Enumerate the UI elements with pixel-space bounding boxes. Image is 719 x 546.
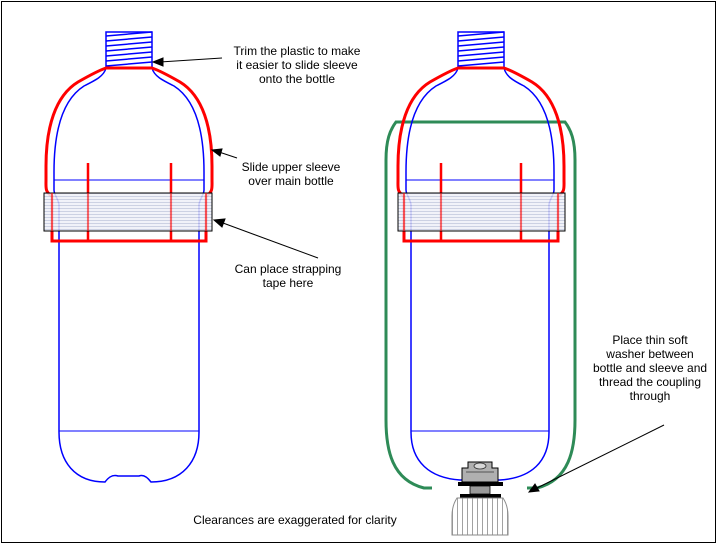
left-tape-band [43,192,213,232]
arrowhead-tape [212,218,226,228]
clearance-footnote: Clearances are exaggerated for clarity [193,513,397,527]
coupling-cap [451,497,509,536]
arrowhead-trim [151,57,164,67]
left-upper-sleeve [44,66,214,243]
washer-lower [460,494,501,498]
coupling-assembly [451,461,509,536]
right-bottle-body [405,67,555,481]
right-bottle [384,31,577,536]
left-bottle-body [53,67,205,483]
right-bottle-neck-thread [457,31,505,69]
arrowhead-washer [527,483,540,493]
washer-upper [458,482,503,486]
left-bottle [43,31,214,483]
right-upper-sleeve [396,66,566,243]
arrowhead-slide [210,148,223,157]
annotation-arrows [151,57,665,493]
left-bottle-neck-thread [105,31,153,69]
right-tape-band [397,192,566,232]
right-outer-sleeve [384,120,577,490]
